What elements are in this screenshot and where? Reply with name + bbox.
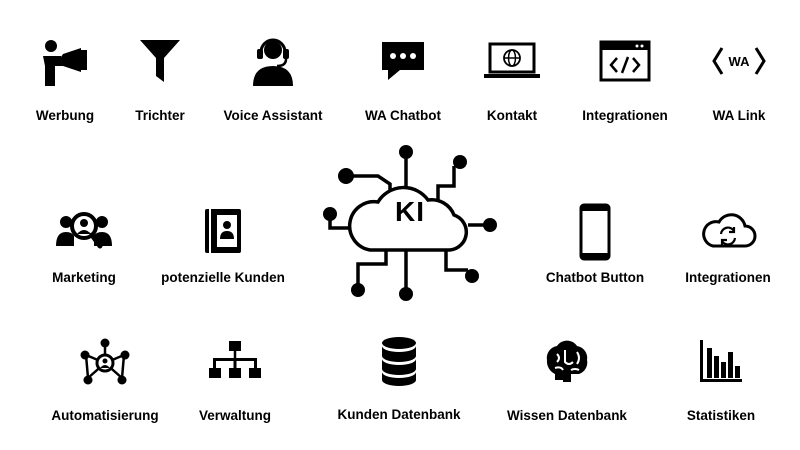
wa-link-icon-text: WA xyxy=(729,54,751,69)
item-wa-link: WA WA Link xyxy=(664,44,800,123)
label-voice-assistant: Voice Assistant xyxy=(223,108,323,123)
item-werbung: Werbung xyxy=(0,38,140,123)
label-marketing: Marketing xyxy=(52,270,116,285)
people-search-icon xyxy=(56,212,112,249)
label-wissen-datenbank: Wissen Datenbank xyxy=(507,408,627,423)
label-kunden-datenbank: Kunden Datenbank xyxy=(337,407,461,422)
bar-chart-icon xyxy=(700,340,742,382)
wa-link-icon: WA xyxy=(712,47,766,75)
item-integrationen-1: Integrationen xyxy=(550,40,700,123)
item-statistiken: Statistiken xyxy=(646,338,796,423)
network-hub-icon xyxy=(80,338,130,385)
label-trichter: Trichter xyxy=(135,108,185,123)
label-integrationen-2: Integrationen xyxy=(685,270,771,285)
headset-agent-icon xyxy=(253,38,293,86)
label-kontakt: Kontakt xyxy=(486,108,538,123)
item-trichter: Trichter xyxy=(85,38,235,123)
brain-icon xyxy=(546,340,588,382)
database-icon xyxy=(382,337,416,386)
item-marketing: Marketing xyxy=(9,210,159,285)
label-wa-link: WA Link xyxy=(712,108,766,123)
label-integrationen-1: Integrationen xyxy=(582,108,668,123)
funnel-icon xyxy=(140,40,180,82)
item-wa-chatbot: WA Chatbot xyxy=(328,40,478,123)
item-kunden-datenbank: Kunden Datenbank xyxy=(324,336,474,422)
megaphone-person-icon xyxy=(43,40,87,86)
label-werbung: Werbung xyxy=(35,108,95,123)
label-statistiken: Statistiken xyxy=(686,408,756,423)
ki-center-hub: KI xyxy=(318,140,502,306)
item-automatisierung: Automatisierung xyxy=(30,338,180,423)
item-chatbot-button: Chatbot Button xyxy=(520,203,670,285)
label-wa-chatbot: WA Chatbot xyxy=(365,108,441,123)
item-voice-assistant: Voice Assistant xyxy=(198,36,348,123)
org-chart-icon xyxy=(209,341,261,378)
label-potenzielle-kunden: potenzielle Kunden xyxy=(161,270,285,285)
item-verwaltung: Verwaltung xyxy=(160,340,310,423)
code-window-icon xyxy=(599,40,651,82)
ki-label: KI xyxy=(395,196,425,227)
contact-book-icon xyxy=(205,209,241,253)
label-automatisierung: Automatisierung xyxy=(51,408,159,423)
laptop-globe-icon xyxy=(484,42,540,78)
label-chatbot-button: Chatbot Button xyxy=(545,270,645,285)
chat-bubble-icon xyxy=(382,42,424,80)
smartphone-icon xyxy=(579,203,611,261)
item-potenzielle-kunden: potenzielle Kunden xyxy=(148,207,298,285)
item-wissen-datenbank: Wissen Datenbank xyxy=(492,340,642,423)
cloud-sync-icon xyxy=(702,213,757,248)
ai-cloud-circuit-icon xyxy=(323,145,497,301)
label-verwaltung: Verwaltung xyxy=(198,408,271,423)
item-kontakt: Kontakt xyxy=(437,42,587,123)
item-integrationen-2: Integrationen xyxy=(653,212,800,285)
